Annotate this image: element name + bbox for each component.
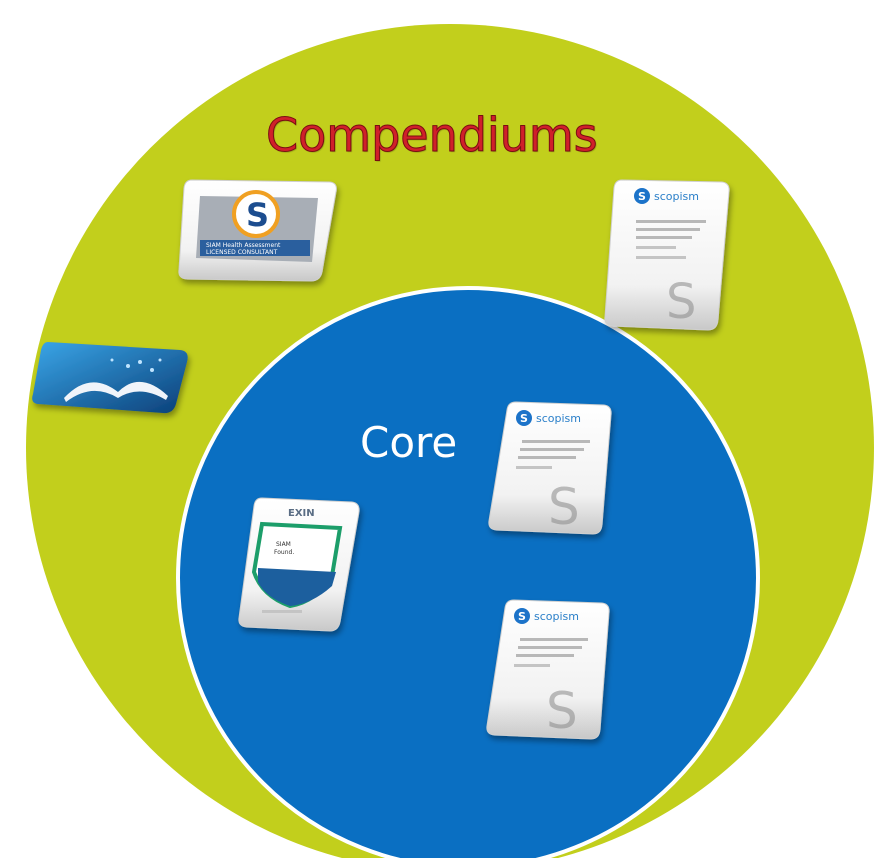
scopism-document-icon: S scopism S [486,599,610,740]
svg-text:scopism: scopism [654,190,699,203]
svg-text:S: S [518,610,526,623]
open-book-icon [32,342,188,414]
svg-text:scopism: scopism [536,412,581,425]
scopism-document-icon: S scopism S [604,179,730,331]
scopism-licensed-consultant-badge-icon: S SIAM Health Assessment LICENSED CONSUL… [178,179,337,282]
scopism-document-icon: S scopism S [488,401,612,536]
compendiums-label: Compendiums [266,108,599,163]
svg-text:S: S [638,190,646,203]
svg-text:EXIN: EXIN [288,508,315,519]
svg-text:SIAM Health Assessment: SIAM Health Assessment [206,242,281,249]
svg-text:S: S [520,412,528,425]
exin-certificate-icon: EXIN SIAM Found. [238,497,360,632]
svg-text:S: S [548,478,580,536]
svg-text:S: S [666,274,696,330]
svg-text:SIAM: SIAM [276,541,291,548]
svg-text:S: S [246,196,269,234]
svg-text:scopism: scopism [534,610,579,623]
core-label: Core [360,418,458,467]
svg-text:S: S [546,682,578,740]
svg-text:Found.: Found. [274,549,294,556]
svg-text:LICENSED CONSULTANT: LICENSED CONSULTANT [206,249,278,256]
inner-circle [176,286,760,863]
